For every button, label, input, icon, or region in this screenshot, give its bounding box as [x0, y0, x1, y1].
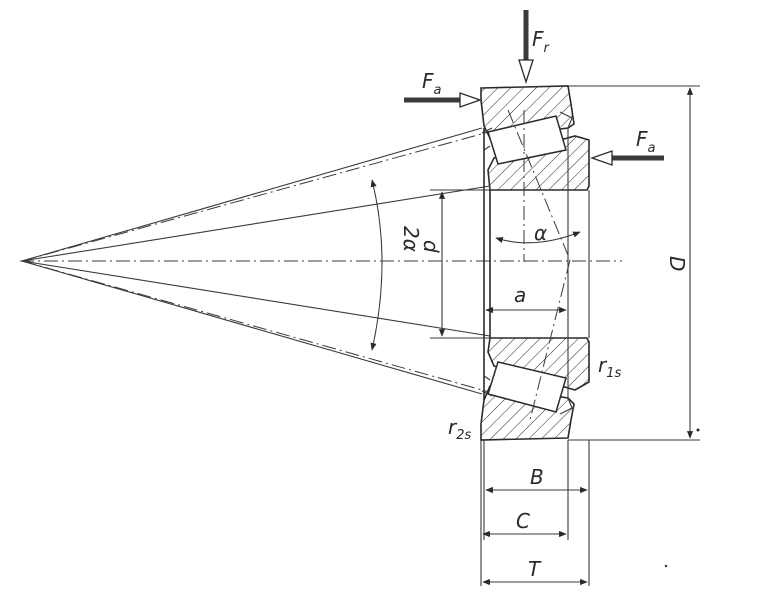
inner-ring-width-dimension: B — [485, 465, 588, 494]
radial-force-arrow: Fr — [518, 10, 551, 85]
contact-angle-arc — [370, 179, 383, 351]
axial-force-left-label: Fa — [422, 69, 442, 98]
bore-diameter-label: d — [419, 240, 443, 253]
outer-diameter-dimension: D — [568, 85, 700, 441]
outer-ring-width-label: C — [516, 509, 530, 533]
chamfer-r2s-label: r2s — [448, 415, 472, 443]
scan-speck — [664, 564, 668, 568]
roller-axis-lower — [529, 259, 571, 421]
outer-diameter-label: D — [665, 256, 689, 271]
inner-ring-width-label: B — [530, 465, 544, 489]
pressure-cone-lines — [21, 119, 533, 405]
chamfer-r1s-label: r1s — [598, 353, 622, 381]
upper-bearing-section — [480, 85, 590, 191]
width-extension-lines — [480, 440, 590, 586]
scan-speck — [696, 428, 700, 432]
total-width-dimension: T — [482, 557, 588, 586]
axial-force-arrow-left: Fa — [404, 69, 482, 108]
alpha-arc — [495, 231, 581, 244]
two-alpha-label: 2α — [399, 226, 423, 252]
axial-force-arrow-right: Fa — [590, 127, 664, 166]
lower-bearing-section — [480, 337, 590, 441]
roller-axis-upper — [507, 109, 571, 261]
radial-force-label: Fr — [532, 27, 551, 56]
bearing-profile-lines — [483, 128, 590, 400]
axial-force-right-label: Fa — [636, 127, 656, 156]
total-width-label: T — [528, 557, 542, 581]
pressure-center-label: a — [514, 283, 526, 307]
alpha-label: α — [534, 221, 547, 245]
bore-diameter-dimension: d — [419, 189, 490, 339]
pressure-center-dimension: a — [485, 283, 567, 314]
outer-ring-width-dimension: C — [482, 509, 567, 538]
roller-upper — [487, 115, 567, 165]
roller-lower — [487, 361, 567, 413]
